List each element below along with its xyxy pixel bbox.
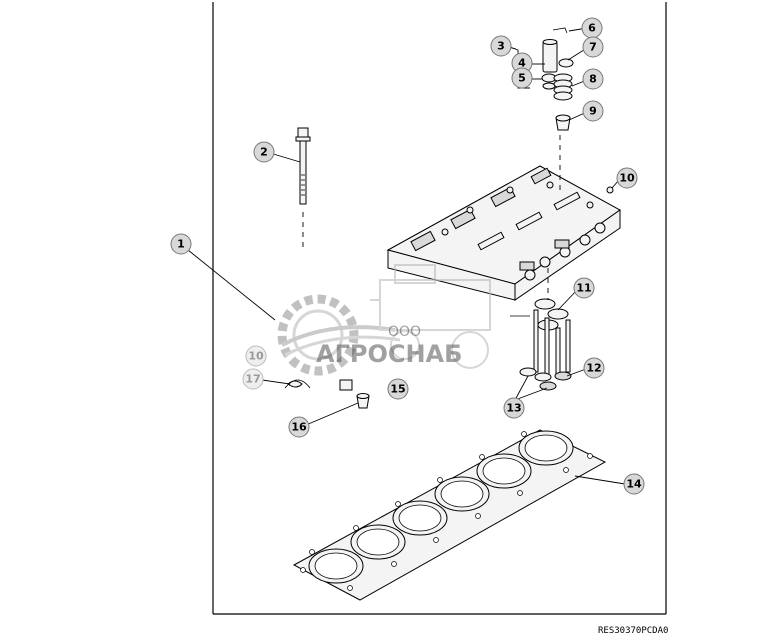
callout-9[interactable]: 9 bbox=[582, 100, 604, 122]
callout-10-faded-label: 10 bbox=[248, 350, 264, 363]
callout-12-label: 12 bbox=[586, 362, 601, 375]
callout-13[interactable]: 13 bbox=[503, 397, 525, 419]
callout-15[interactable]: 15 bbox=[387, 378, 409, 400]
callout-9-label: 9 bbox=[589, 105, 597, 118]
intake-exhaust-valves bbox=[510, 298, 572, 391]
watermark-company-name: АГРОСНАБ bbox=[316, 340, 462, 368]
valve-train-parts bbox=[541, 27, 574, 131]
callout-4-label: 4 bbox=[518, 57, 526, 70]
drawing-frame bbox=[212, 2, 667, 615]
callout-1-label: 1 bbox=[177, 238, 185, 251]
callout-3-label: 3 bbox=[497, 40, 505, 53]
callout-6-label: 6 bbox=[588, 22, 596, 35]
gasket-bolt-holes bbox=[300, 431, 593, 591]
callout-16-label: 16 bbox=[291, 421, 307, 434]
head-bolt bbox=[295, 127, 311, 205]
callout-3[interactable]: 3 bbox=[490, 35, 512, 57]
callout-6[interactable]: 6 bbox=[581, 17, 603, 39]
callout-13-label: 13 bbox=[506, 402, 521, 415]
callout-8[interactable]: 8 bbox=[582, 68, 604, 90]
head-gasket bbox=[292, 429, 607, 601]
callout-10[interactable]: 10 bbox=[616, 167, 638, 189]
gasket-bores bbox=[308, 430, 574, 584]
callout-11-label: 11 bbox=[576, 282, 591, 295]
agrosnab-watermark bbox=[277, 264, 491, 376]
callout-16[interactable]: 16 bbox=[288, 416, 310, 438]
fittings-group bbox=[284, 379, 370, 409]
callout-17[interactable]: 17 bbox=[242, 368, 264, 390]
callout-2[interactable]: 2 bbox=[253, 141, 275, 163]
callout-10-label: 10 bbox=[619, 172, 635, 185]
cylinder-head bbox=[386, 165, 621, 301]
drawing-reference-code: RES30370PCDA0 bbox=[598, 626, 668, 636]
callout-14-label: 14 bbox=[626, 478, 642, 491]
callout-5-label: 5 bbox=[518, 72, 526, 85]
callout-5[interactable]: 5 bbox=[511, 67, 533, 89]
callout-17-label: 17 bbox=[245, 373, 260, 386]
callout-10-faded[interactable]: 10 bbox=[245, 345, 267, 367]
combine-harvester-icon bbox=[370, 264, 491, 369]
callout-11[interactable]: 11 bbox=[573, 277, 595, 299]
callout-7[interactable]: 7 bbox=[582, 36, 604, 58]
watermark-prefix: ООО bbox=[388, 324, 421, 340]
callout-15-label: 15 bbox=[390, 383, 405, 396]
callout-12[interactable]: 12 bbox=[583, 357, 605, 379]
valve-spring bbox=[553, 73, 573, 101]
callout-1[interactable]: 1 bbox=[170, 233, 192, 255]
callout-7-label: 7 bbox=[589, 41, 597, 54]
plug-10 bbox=[606, 186, 614, 194]
callout-14[interactable]: 14 bbox=[623, 473, 645, 495]
callout-2-label: 2 bbox=[260, 146, 268, 159]
callout-8-label: 8 bbox=[589, 73, 597, 86]
